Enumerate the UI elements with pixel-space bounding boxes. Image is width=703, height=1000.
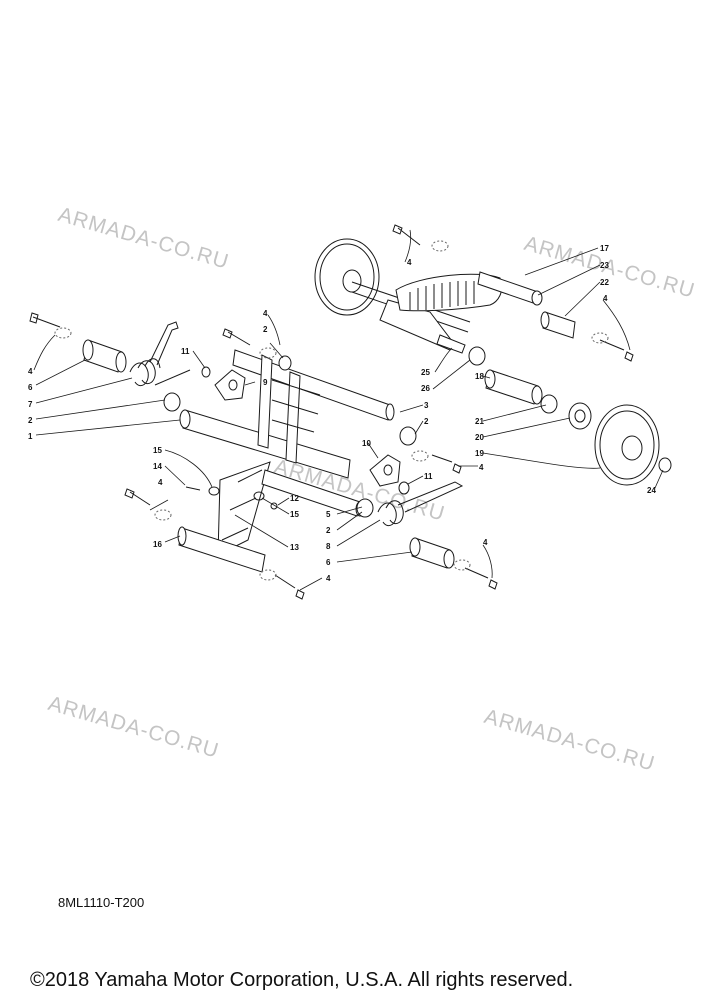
tube-6-right <box>409 537 455 569</box>
tube-6-left <box>82 339 127 373</box>
pivot-block-9 <box>214 369 246 401</box>
idler-wheel-upper <box>314 238 380 316</box>
callout-16: 16 <box>153 540 162 549</box>
callout-11: 11 <box>181 347 190 356</box>
callout-25: 25 <box>421 368 430 377</box>
washer-26 <box>468 346 486 366</box>
callout-4: 4 <box>483 538 488 547</box>
spring-8-right <box>377 481 464 527</box>
callout-24: 24 <box>647 486 656 495</box>
lower-cross-shaft <box>261 469 365 517</box>
callout-15: 15 <box>290 510 299 519</box>
snap-ring-24 <box>658 457 672 473</box>
callout-23: 23 <box>600 261 609 270</box>
callout-11: 11 <box>424 472 433 481</box>
callout-21: 21 <box>475 417 484 426</box>
callout-2: 2 <box>28 416 33 425</box>
callout-2: 2 <box>424 417 429 426</box>
callout-12: 12 <box>290 494 299 503</box>
callout-14: 14 <box>153 462 162 471</box>
callout-6: 6 <box>326 558 331 567</box>
spring-7-left <box>129 321 191 387</box>
callout-19: 19 <box>475 449 484 458</box>
callout-18: 18 <box>475 372 484 381</box>
callout-26: 26 <box>421 384 430 393</box>
callout-labels: 4 6 7 2 1 15 14 4 16 11 2 4 9 3 2 10 11 … <box>28 244 656 583</box>
callout-1: 1 <box>28 432 33 441</box>
callout-2: 2 <box>326 526 331 535</box>
diagram-code: 8ML1110-T200 <box>58 895 145 910</box>
grease-marks <box>54 240 609 581</box>
callout-8: 8 <box>326 542 331 551</box>
leader-lines <box>33 229 664 591</box>
pivot-block-10 <box>369 454 401 487</box>
callout-4: 4 <box>407 258 412 267</box>
callout-9: 9 <box>263 378 268 387</box>
callout-20: 20 <box>475 433 484 442</box>
bolts <box>29 224 634 600</box>
copyright-notice: ©2018 Yamaha Motor Corporation, U.S.A. A… <box>30 969 574 991</box>
ring-11-left <box>201 366 211 378</box>
callout-6: 6 <box>28 383 33 392</box>
callout-4: 4 <box>603 294 608 303</box>
rear-arm-frame <box>179 349 395 479</box>
callout-15: 15 <box>153 446 162 455</box>
callout-4: 4 <box>479 463 484 472</box>
callout-7: 7 <box>28 400 33 409</box>
callout-5: 5 <box>326 510 331 519</box>
callout-3: 3 <box>424 401 429 410</box>
callout-17: 17 <box>600 244 609 253</box>
callout-22: 22 <box>600 278 609 287</box>
shock-absorber <box>351 271 543 354</box>
bushing-2-left <box>163 392 181 412</box>
callout-13: 13 <box>290 543 299 552</box>
callout-4: 4 <box>158 478 163 487</box>
callout-4: 4 <box>28 367 33 376</box>
callout-4: 4 <box>326 574 331 583</box>
callout-10: 10 <box>362 439 371 448</box>
tube-18 <box>484 369 543 405</box>
callout-2: 2 <box>263 325 268 334</box>
callout-4: 4 <box>263 309 268 318</box>
ring-11-right <box>398 481 410 495</box>
bearing-20 <box>568 402 592 430</box>
bracket-13 <box>217 461 271 556</box>
spacer-22 <box>540 311 576 339</box>
snap-ring-21 <box>540 394 558 414</box>
idler-wheel-lower <box>594 404 660 486</box>
